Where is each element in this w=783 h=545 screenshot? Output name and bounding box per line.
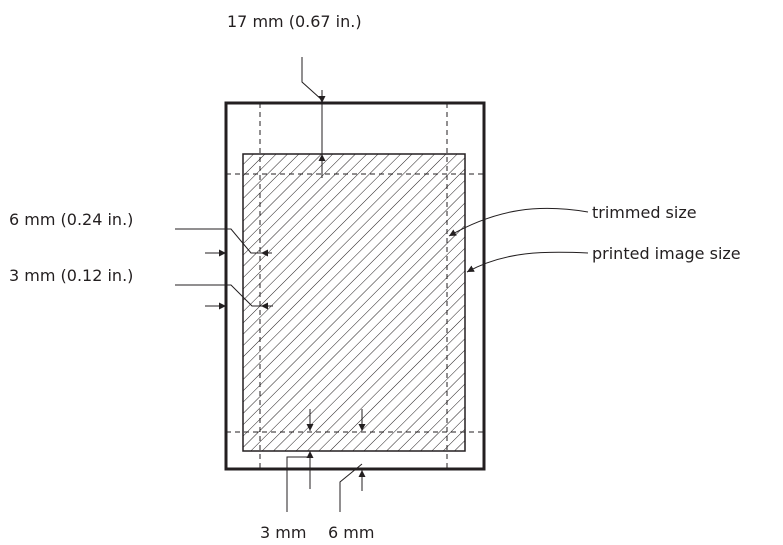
side-6mm-leader [175, 228, 266, 254]
side-6mm-label: 6 mm (0.24 in.) [9, 210, 133, 229]
side-3mm-label: 3 mm (0.12 in.) [9, 266, 133, 285]
top-margin-leader [301, 57, 323, 178]
trimmed-size-callout [448, 207, 589, 237]
side-3mm-leader [175, 284, 264, 307]
trim-guides [226, 103, 484, 469]
top-margin-label: 17 mm (0.67 in.) [227, 12, 362, 31]
bottom-6mm-leader [339, 463, 363, 512]
trimmed-size-label: trimmed size [592, 203, 697, 222]
printed-image-area [242, 153, 466, 452]
bottom-3mm-label: 3 mm [260, 523, 306, 542]
printed-image-size-callout [466, 251, 589, 273]
printed-image-size-label: printed image size [592, 244, 741, 263]
bottom-3mm-leader [286, 456, 310, 512]
bottom-6mm-label: 6 mm [328, 523, 374, 542]
